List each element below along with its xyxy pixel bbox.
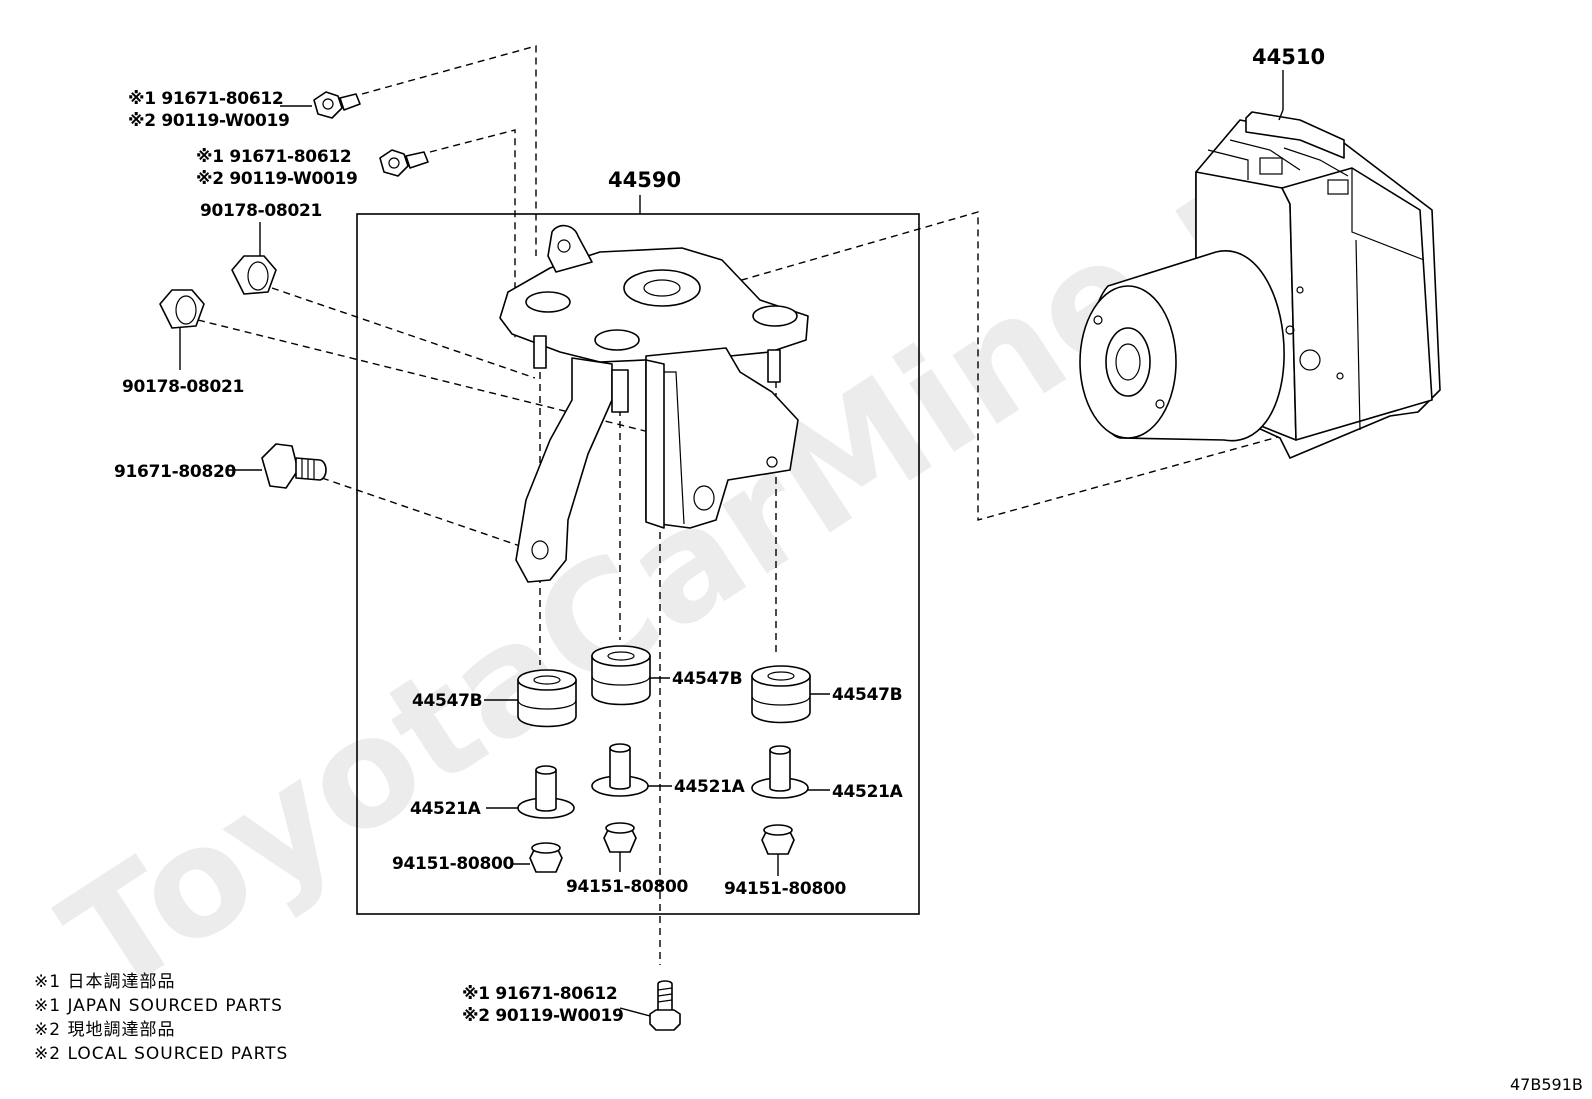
label-cushion-mid[interactable]: 44547B — [672, 669, 743, 689]
label-collar-left[interactable]: 44521A — [410, 799, 482, 819]
bolt-top-2-icon[interactable] — [379, 149, 429, 177]
mounting-bracket-illustration[interactable] — [499, 224, 809, 583]
label-nut-left[interactable]: 94151-80800 — [392, 854, 515, 874]
collar-mid-icon[interactable] — [591, 743, 649, 797]
label-cushion-right[interactable]: 44547B — [832, 685, 903, 705]
label-bolt-top-2-line2[interactable]: ※2 90119-W0019 — [196, 169, 358, 189]
nut-mid-icon[interactable] — [603, 822, 637, 853]
bolt-91671-80820-icon[interactable] — [261, 443, 327, 489]
abs-actuator-illustration[interactable] — [1079, 111, 1441, 459]
notes-legend: ※1 日本調達部品 ※1 JAPAN SOURCED PARTS ※2 現地調達… — [34, 972, 288, 1064]
bolt-bottom-icon[interactable] — [649, 980, 681, 1031]
label-nut-90178-upper[interactable]: 90178-08021 — [200, 201, 322, 221]
label-bolt-bottom-line2[interactable]: ※2 90119-W0019 — [462, 1006, 624, 1026]
cushion-mid-icon[interactable] — [591, 645, 651, 706]
label-nut-90178-lower[interactable]: 90178-08021 — [122, 377, 244, 397]
label-bolt-bottom-line1[interactable]: ※1 91671-80612 — [462, 984, 618, 1004]
collar-right-icon[interactable] — [751, 745, 809, 799]
label-bolt-top-1-line1[interactable]: ※1 91671-80612 — [128, 89, 284, 109]
nut-90178-upper-icon[interactable] — [231, 255, 277, 295]
bolt-top-1-icon[interactable] — [313, 91, 361, 119]
label-collar-right[interactable]: 44521A — [832, 782, 904, 802]
note-line-4: ※2 LOCAL SOURCED PARTS — [34, 1044, 288, 1064]
note-line-1: ※1 日本調達部品 — [34, 972, 175, 992]
diagram-code: 47B591B — [1510, 1075, 1583, 1094]
note-line-3: ※2 現地調達部品 — [34, 1020, 175, 1040]
label-nut-mid[interactable]: 94151-80800 — [566, 877, 689, 897]
label-44510[interactable]: 44510 — [1252, 45, 1325, 69]
label-collar-mid[interactable]: 44521A — [674, 777, 746, 797]
label-cushion-left[interactable]: 44547B — [412, 691, 483, 711]
nut-right-icon[interactable] — [761, 824, 795, 855]
nut-90178-lower-icon[interactable] — [159, 289, 205, 329]
nut-left-icon[interactable] — [529, 842, 563, 873]
cushion-left-icon[interactable] — [517, 669, 577, 728]
bracket-assembly-frame — [356, 213, 920, 915]
label-44590[interactable]: 44590 — [608, 168, 681, 192]
note-line-2: ※1 JAPAN SOURCED PARTS — [34, 996, 283, 1016]
cushion-right-icon[interactable] — [751, 665, 811, 724]
label-bolt-91671-80820[interactable]: 91671-80820 — [114, 462, 237, 482]
label-nut-right[interactable]: 94151-80800 — [724, 879, 847, 899]
collar-left-icon[interactable] — [517, 765, 575, 819]
label-bolt-top-1-line2[interactable]: ※2 90119-W0019 — [128, 111, 290, 131]
label-bolt-top-2-line1[interactable]: ※1 91671-80612 — [196, 147, 352, 167]
